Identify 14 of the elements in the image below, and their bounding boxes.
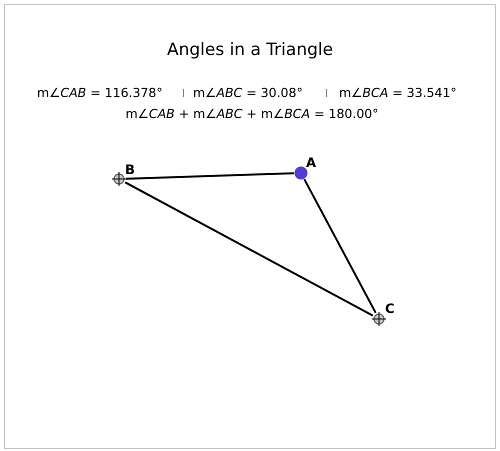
vertex-label: B — [125, 163, 135, 178]
angle-measure: m∠CAB + m∠ABC + m∠BCA = 180.00° — [126, 106, 379, 120]
diagram-title: Angles in a Triangle — [166, 40, 334, 60]
triangle-side — [303, 178, 377, 314]
crosshair-point — [372, 312, 386, 326]
vertex-point — [294, 166, 308, 180]
angle-measure: m∠CAB = 116.378° — [37, 84, 163, 100]
triangle-side — [126, 172, 294, 180]
angle-measure: m∠BCA = 33.541° — [339, 84, 457, 100]
vertex-label: C — [385, 302, 395, 317]
angle-measure: m∠ABC = 30.08° — [193, 84, 303, 100]
crosshair-point — [112, 172, 126, 186]
triangle-side — [124, 181, 374, 317]
vertex-label: A — [306, 156, 316, 171]
